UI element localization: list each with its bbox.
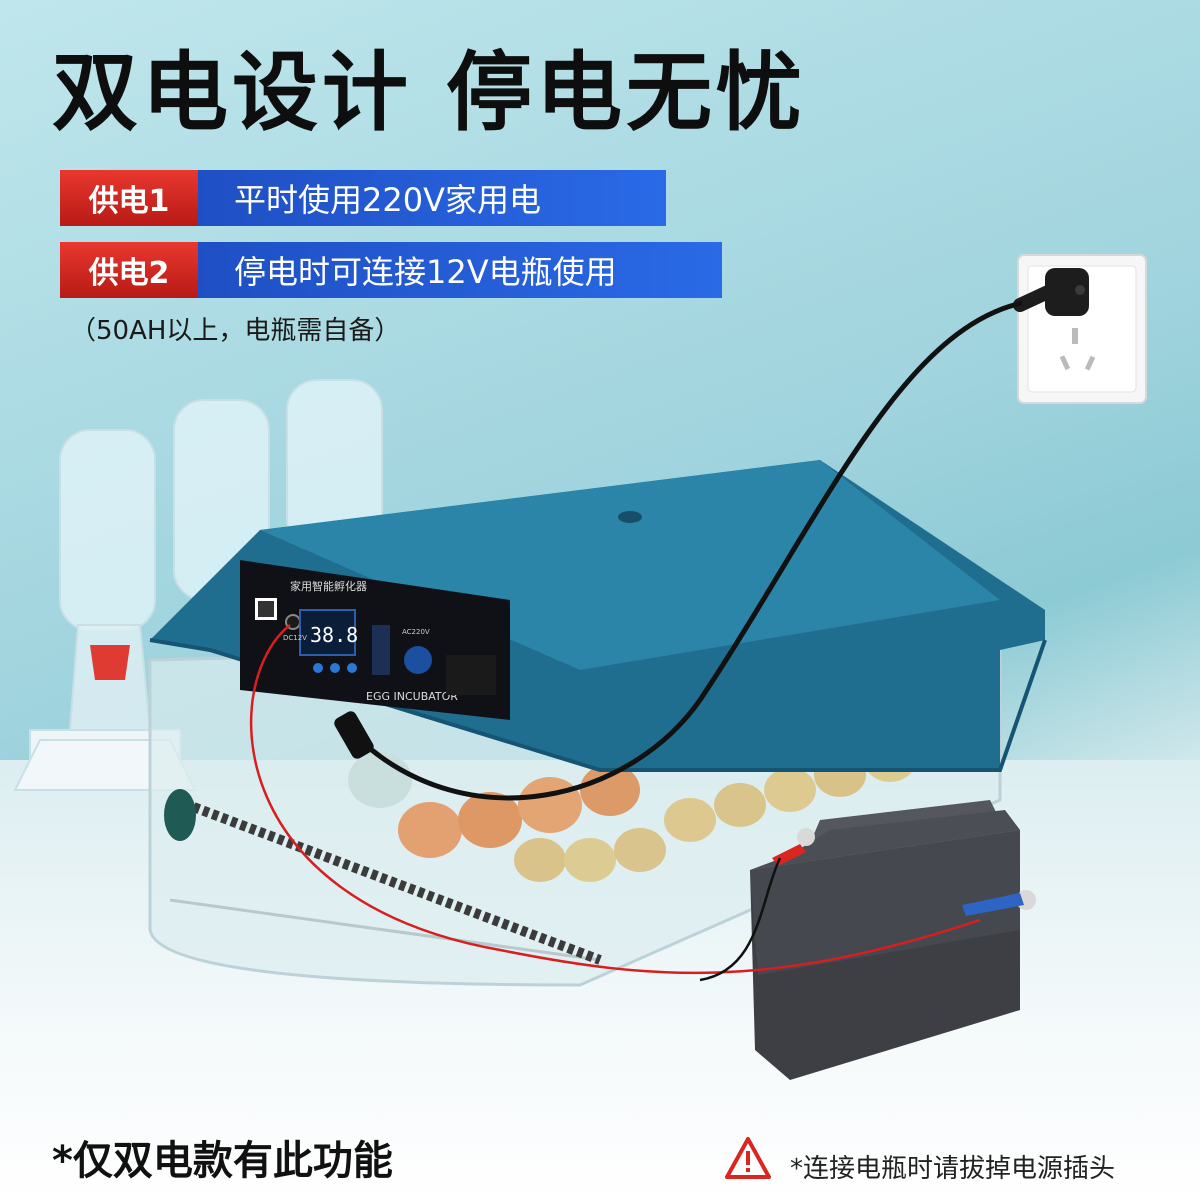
warning-triangle-icon [725,1137,771,1179]
headline: 双电设计 停电无忧 [52,43,806,143]
battery-12v [750,800,1036,1080]
power-desc-1: 平时使用220V家用电 [198,170,666,226]
power-tag-1: 供电1 [60,170,198,226]
footer-right-note: *连接电瓶时请拔掉电源插头 [790,1154,1116,1184]
power-plug-icon [1013,268,1089,316]
temperature-display: 38.8 [310,623,358,647]
dc-port-label: DC12V [283,634,307,642]
power-row-1: 供电1 平时使用220V家用电 [60,170,666,226]
power-row-2: 供电2 停电时可连接12V电瓶使用 [60,242,722,298]
control-panel: 38.8 家用智能孵化器 EGG INCUBATOR DC12V AC220V [240,560,510,720]
power-tag-2: 供电2 [60,242,198,298]
panel-brand-en: EGG INCUBATOR [366,690,458,703]
footer-left-note: *仅双电款有此功能 [52,1138,393,1184]
ac-port-label: AC220V [402,628,430,636]
dc-connector [334,711,374,759]
panel-brand-cn: 家用智能孵化器 [290,579,367,593]
battery-note: （50AH以上，电瓶需自备） [70,316,401,346]
ac-power-cable [358,300,1023,801]
power-desc-2: 停电时可连接12V电瓶使用 [198,242,722,298]
dc-battery-cable-black [699,857,782,982]
dc-battery-cable [249,624,981,975]
